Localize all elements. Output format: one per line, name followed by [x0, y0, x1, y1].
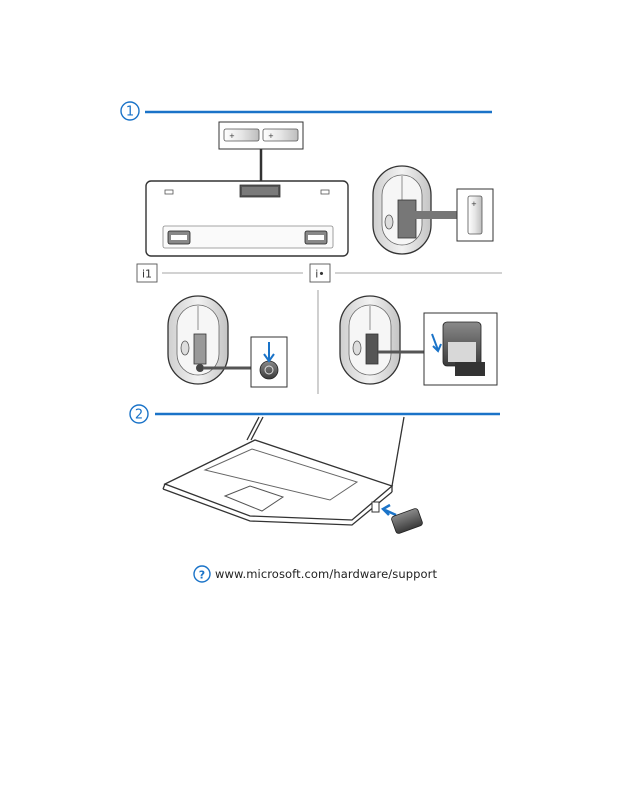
step-2-number: 2	[135, 408, 143, 423]
support-url[interactable]: www.microsoft.com/hardware/support	[215, 567, 437, 581]
svg-text:+: +	[229, 132, 235, 140]
mouse-transceiver-storage	[340, 296, 497, 385]
svg-text:?: ?	[199, 569, 205, 582]
sub-step-2-label: i•	[315, 268, 325, 281]
keyboard-underside	[146, 181, 348, 256]
laptop	[163, 417, 404, 525]
mouse-power-switch	[168, 296, 287, 387]
question-icon: ?	[194, 566, 210, 582]
keyboard-battery-inset: + +	[219, 122, 303, 184]
sub-step-1-label: i1	[142, 268, 152, 281]
usb-transceiver	[383, 505, 423, 534]
svg-text:+: +	[268, 132, 274, 140]
svg-text:+: +	[471, 200, 477, 208]
step-2-header: 2	[130, 405, 500, 423]
step-1-number: 1	[126, 105, 134, 120]
mouse-battery-bottom: +	[373, 166, 493, 254]
step-1-header: 1	[121, 102, 492, 120]
